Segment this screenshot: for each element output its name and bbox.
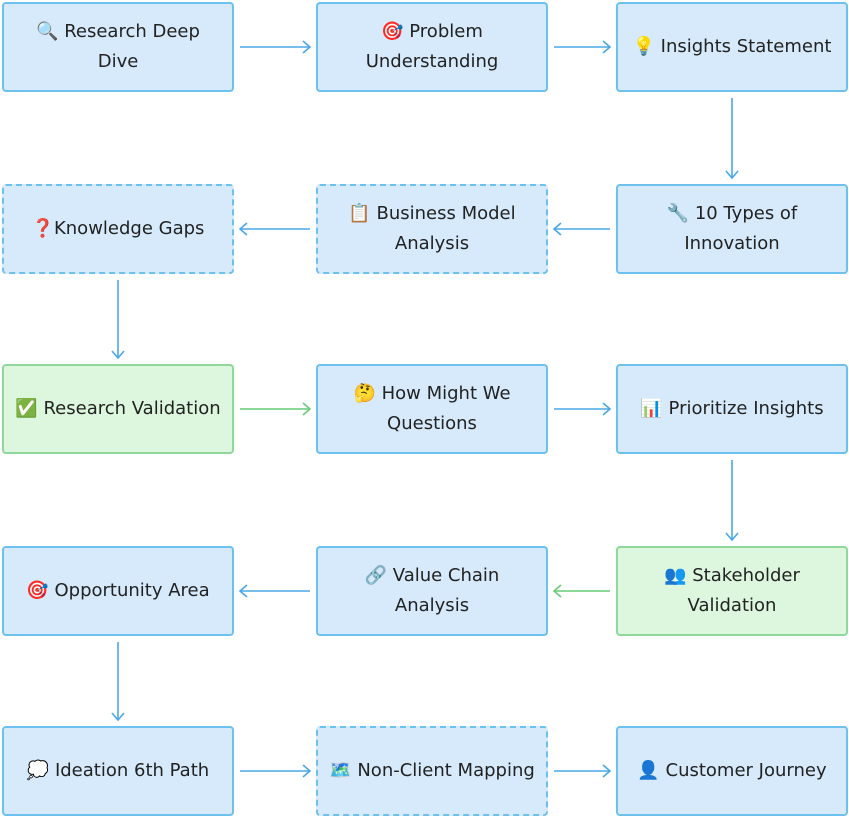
edge-arrow-4 bbox=[238, 222, 310, 236]
node-prioritize-insights[interactable]: 📊 Prioritize Insights bbox=[616, 364, 848, 454]
node-label: ❓Knowledge Gaps bbox=[31, 218, 205, 239]
edge-arrow-10 bbox=[238, 584, 310, 598]
node-label: 🗺️ Non-Client Mapping bbox=[329, 760, 535, 781]
node-how-might-we[interactable]: 🤔 How Might We Questions bbox=[316, 364, 548, 454]
node-value-chain-analysis[interactable]: 🔗 Value Chain Analysis bbox=[316, 546, 548, 636]
node-label: 🤔 How Might We Questions bbox=[353, 383, 511, 434]
node-label: 📊 Prioritize Insights bbox=[640, 398, 824, 419]
node-label: 💡 Insights Statement bbox=[632, 36, 832, 57]
node-research-deep-dive[interactable]: 🔍 Research Deep Dive bbox=[2, 2, 234, 92]
node-insights-statement[interactable]: 💡 Insights Statement bbox=[616, 2, 848, 92]
node-label: 👤 Customer Journey bbox=[637, 760, 827, 781]
edge-arrow-0 bbox=[240, 40, 312, 54]
edge-arrow-9 bbox=[552, 584, 610, 598]
edge-arrow-7 bbox=[554, 402, 612, 416]
node-label: 🔍 Research Deep Dive bbox=[36, 21, 200, 72]
node-business-model-analysis[interactable]: 📋 Business Model Analysis bbox=[316, 184, 548, 274]
edge-arrow-12 bbox=[240, 764, 312, 778]
edge-arrow-1 bbox=[554, 40, 612, 54]
edge-arrow-11 bbox=[111, 642, 125, 722]
node-ideation-6th-path[interactable]: 💭 Ideation 6th Path bbox=[2, 726, 234, 816]
node-knowledge-gaps[interactable]: ❓Knowledge Gaps bbox=[2, 184, 234, 274]
edge-arrow-13 bbox=[554, 764, 612, 778]
node-label: ✅ Research Validation bbox=[15, 398, 221, 419]
node-label: 🔧 10 Types of Innovation bbox=[666, 203, 798, 254]
node-label: 🎯 Opportunity Area bbox=[26, 580, 210, 601]
node-problem-understanding[interactable]: 🎯 Problem Understanding bbox=[316, 2, 548, 92]
node-label: 📋 Business Model Analysis bbox=[348, 203, 516, 254]
edge-arrow-3 bbox=[552, 222, 610, 236]
node-label: 💭 Ideation 6th Path bbox=[26, 760, 210, 781]
node-stakeholder-validation[interactable]: 👥 Stakeholder Validation bbox=[616, 546, 848, 636]
node-customer-journey[interactable]: 👤 Customer Journey bbox=[616, 726, 848, 816]
node-label: 🔗 Value Chain Analysis bbox=[364, 565, 500, 616]
node-label: 🎯 Problem Understanding bbox=[365, 21, 499, 72]
edge-arrow-5 bbox=[111, 280, 125, 360]
node-opportunity-area[interactable]: 🎯 Opportunity Area bbox=[2, 546, 234, 636]
node-ten-types-innovation[interactable]: 🔧 10 Types of Innovation bbox=[616, 184, 848, 274]
node-non-client-mapping[interactable]: 🗺️ Non-Client Mapping bbox=[316, 726, 548, 816]
node-research-validation[interactable]: ✅ Research Validation bbox=[2, 364, 234, 454]
node-label: 👥 Stakeholder Validation bbox=[664, 565, 800, 616]
edge-arrow-8 bbox=[725, 460, 739, 542]
edge-arrow-6 bbox=[240, 402, 312, 416]
edge-arrow-2 bbox=[725, 98, 739, 180]
